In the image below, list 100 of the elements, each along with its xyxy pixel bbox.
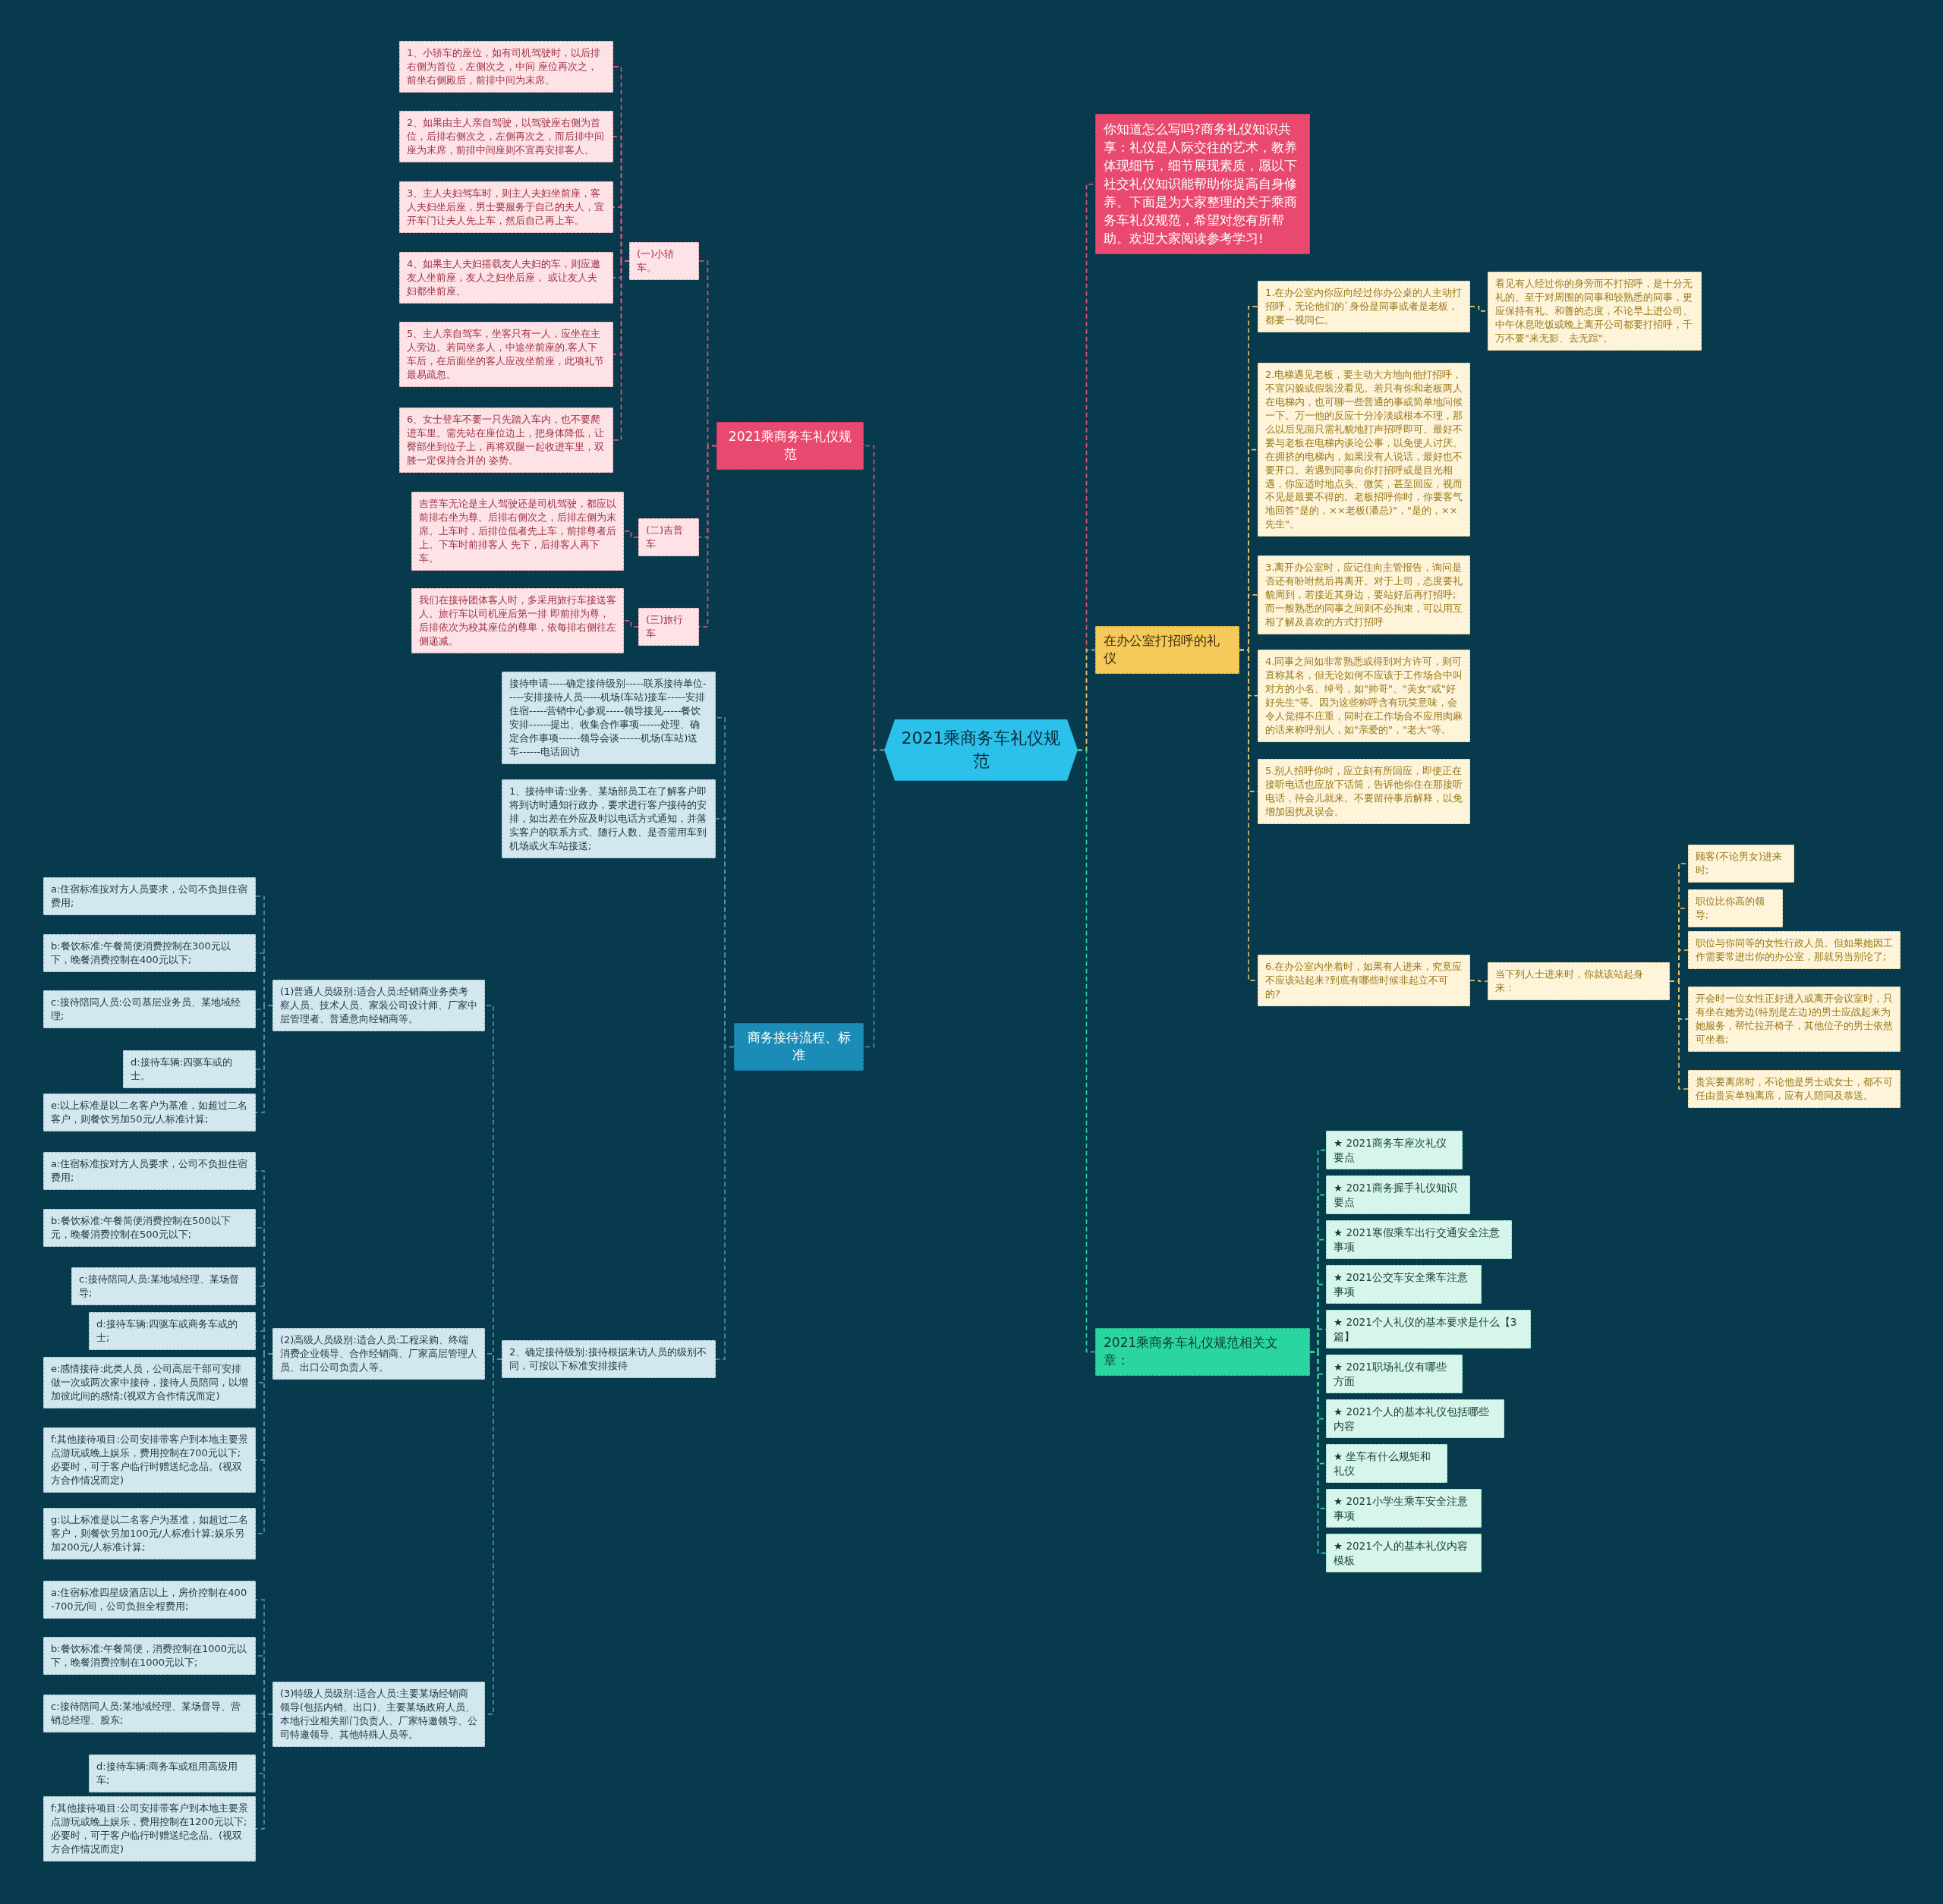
topic-text: e:感情接待:此类人员，公司高层干部可安排做一次或两次家中接待，接待人员陪同，以增加彼此间的感情;(视双方合作情况而定) <box>51 1362 248 1403</box>
topic-text: 2021乘商务车礼仪规范 <box>901 728 1061 773</box>
topic-text: f:其他接待项目:公司安排带客户到本地主要景点游玩或晚上娱乐，费用控制在1200元以下;必要时，可于客户临行时赠送纪念品。(视双方合作情况而定) <box>51 1802 248 1856</box>
topic-box <box>411 492 624 571</box>
topic-text: ★ 2021公交车安全乘车注意事项 <box>1334 1270 1469 1299</box>
topic-box <box>1488 962 1670 1000</box>
topic-text: d:接待车辆:商务车或租用高级用车; <box>96 1760 238 1787</box>
topic-box <box>1258 759 1470 824</box>
topic-box <box>399 252 613 304</box>
topic-box <box>399 111 613 162</box>
topic-box <box>43 1152 256 1190</box>
topic-text: c:接待陪同人员:某地域经理、某场督导、营销总经理、股东; <box>51 1700 241 1727</box>
connector-line <box>623 620 639 628</box>
topic-text: 1.在办公室内你应向经过你办公桌的人主动打招呼，无论他们的`身份是同事或者是老板，都要一视同仁。 <box>1265 286 1463 327</box>
topic-text: ★ 2021职场礼仪有哪些方面 <box>1334 1360 1447 1389</box>
topic-box <box>1326 1399 1504 1439</box>
topic-text: 6.在办公室内坐着时，如果有人进来，究竟应不应该站起来?到底有哪些时候非起立不可的? <box>1265 960 1463 1001</box>
topic-text: a:住宿标准按对方人员要求，公司不负担住宿费用; <box>51 883 248 910</box>
topic-text: 3.离开办公室时，应记住向主管报告，询问是否还有吩咐然后再离开。对于上司，态度要礼貌周到，若接近其身边，要站好后再打招呼;而一般熟悉的同事之间则不必拘束，可以用互相了解及喜欢的方式打招呼 <box>1265 561 1463 629</box>
topic-text: 3、主人夫妇驾车时，则主人夫妇坐前座，客人夫妇坐后座，男士要服务于自己的夫人，宜开车门让夫人先上车，然后自己再上车。 <box>407 187 605 228</box>
connector-line <box>698 445 717 628</box>
topic-text: a:住宿标准四星级酒店以上，房价控制在400-700元/间，公司负担全程费用; <box>51 1586 248 1613</box>
topic-text: ★ 2021个人的基本礼仪内容模板 <box>1334 1539 1469 1568</box>
topic-box <box>1258 281 1470 332</box>
connector-line <box>863 749 885 1048</box>
topic-box <box>1688 1070 1900 1108</box>
topic-box <box>1488 272 1702 351</box>
topic-text: b:餐饮标准:午餐简便，消费控制在1000元以下，晚餐消费控制在1000元以下; <box>51 1642 248 1670</box>
topic-text: 职位比你高的领导; <box>1696 895 1765 922</box>
topic-box <box>1326 1175 1470 1215</box>
topic-box <box>43 1796 256 1862</box>
topic-text: ★ 坐车有什么规矩和礼仪 <box>1334 1449 1432 1478</box>
branch-topic <box>734 1023 864 1071</box>
topic-box <box>43 1209 256 1247</box>
topic-text: 2021乘商务车礼仪规范相关文章： <box>1104 1334 1280 1370</box>
branch-topic <box>1095 1328 1310 1376</box>
topic-box <box>1326 1220 1512 1260</box>
connector-line <box>255 1714 273 1830</box>
topic-box <box>272 1328 485 1380</box>
topic-box <box>399 408 613 473</box>
topic-box <box>1326 1131 1463 1170</box>
topic-text: 2.电梯遇见老板，要主动大方地向他打招呼，不宜闪躲或假装没看见。若只有你和老板两人在电梯内，也可聊一些普通的事或简单地问候一下。万一他的反应十分冷淡或根本不理，那么以后见面只需礼貌地打声招呼即可。最好不要与老板在电梯内谈论公事，以免使人讨厌。在拥挤的电梯内，如果没有人说话，最好也不要开口。若遇到同事向你打招呼或是目光相遇，你应适时地点头、微笑，甚至回应，视而不见是最要不得的。老板招呼你时，你要客气地回答"是的，××老板(潘总)"，"是的，××先生"。 <box>1265 368 1463 532</box>
topic-box <box>638 608 699 646</box>
topic-text: 4、如果主人夫妇搭载友人夫妇的车，则应邀友人坐前座，友人之妇坐后座， 或让友人夫妇都坐前座。 <box>407 257 602 298</box>
topic-box <box>1326 1534 1482 1573</box>
connector-line <box>1469 980 1488 982</box>
connector-line <box>613 260 630 441</box>
topic-text: 5.别人招呼你时，应立刻有所回应，即使正在接听电话也应放下话筒，告诉他你住在那接听电话，待会儿就来。不要留待事后解释，以免增加困扰及误会。 <box>1265 764 1463 819</box>
topic-box <box>399 322 613 387</box>
topic-box <box>1326 1355 1463 1394</box>
topic-text: d:接待车辆:四驱车或商务车或的士; <box>96 1317 238 1345</box>
topic-box <box>1326 1489 1482 1528</box>
topic-box <box>1258 955 1470 1006</box>
connector-line <box>623 530 639 538</box>
topic-box <box>629 242 699 280</box>
topic-box <box>399 181 613 233</box>
topic-box <box>1688 987 1900 1052</box>
connector-line <box>1077 749 1096 1353</box>
topic-text: 职位与你同等的女性行政人员。但如果她因工作需要常进出你的办公室，那就另当别论了; <box>1696 936 1893 964</box>
connector-line <box>715 1046 735 1360</box>
topic-box <box>1258 650 1470 742</box>
topic-text: c:接待陪同人员:某地域经理、某场督导; <box>79 1273 240 1300</box>
topic-text: (三)旅行车 <box>646 613 685 640</box>
topic-text: (3)特级人员级别:适合人员:主要某场经销商领导(包括内销、出口)、主要某场政府人员、本地行业相关部门负责人、厂家特邀领导、公司特邀领导、其他特殊人员等。 <box>280 1687 477 1742</box>
topic-box <box>1326 1444 1447 1484</box>
topic-text: 1、小轿车的座位，如有司机驾驶时，以后排右侧为首位，左侧次之，中间 座位再次之，前坐右侧殿后，前排中间为末席。 <box>407 46 602 87</box>
topic-box <box>123 1050 256 1088</box>
topic-box <box>43 1427 256 1493</box>
topic-text: ★ 2021商务车座次礼仪要点 <box>1334 1136 1447 1165</box>
topic-text: ★ 2021商务握手礼仪知识要点 <box>1334 1181 1458 1210</box>
topic-text: 当下列人士进来时，你就该站起身来： <box>1495 968 1644 995</box>
topic-text: ★ 2021小学生乘车安全注意事项 <box>1334 1494 1469 1523</box>
topic-box <box>43 990 256 1028</box>
topic-text: e:以上标准是以二名客户为基准，如超过二名客户，则餐饮另加50元/人标准计算; <box>51 1099 248 1126</box>
topic-box <box>1326 1310 1531 1349</box>
topic-text: (一)小轿车。 <box>637 247 675 275</box>
branch-topic <box>1095 626 1239 674</box>
topic-box <box>272 980 485 1031</box>
topic-text: (2)高级人员级别:适合人员:工程采购、终端消费企业领导、合作经销商、厂家高层管理人员、出口公司负责人等。 <box>280 1333 477 1374</box>
topic-text: 1、接待申请:业务、某场部员工在了解客户即将到访时通知行政办，要求进行客户接待的安排，如出差在外应及时以电话方式通知，并落实客户的联系方式、随行人数、是否需用车到机场或火车站接送; <box>509 785 707 853</box>
branch-topic <box>716 422 864 470</box>
topic-box <box>43 1357 256 1408</box>
topic-text: f:其他接待项目:公司安排带客户到本地主要景点游玩或晚上娱乐，费用控制在700元以下;必要时，可于客户临行时赠送纪念品。(视双方合作情况而定) <box>51 1433 248 1487</box>
topic-box <box>1258 555 1470 634</box>
topic-box <box>89 1755 256 1792</box>
topic-text: 我们在接待团体客人时，多采用旅行车接送客人。旅行车以司机座后第一排 即前排为尊，后排依次为校其座位的尊卑，依每排右侧往左侧递减。 <box>419 593 616 648</box>
topic-box <box>1688 889 1783 927</box>
topic-text: 看见有人经过你的身旁而不打招呼，是十分无礼的。至于对周围的同事和较熟悉的同事，更应保持有礼、和善的态度，不论早上进公司、中午休息吃饭或晚上离开公司都要打招呼，千万不要"来无影、去无踪"。 <box>1495 277 1693 345</box>
topic-box <box>89 1312 256 1350</box>
topic-text: 6、女士登车不要一只先踏入车内，也不要爬进车里。需先站在座位边上，把身体降低，让臀部坐到位子上，再将双腿一起收进车里，双膝一定保持合并的 姿势。 <box>407 413 605 467</box>
connector-line <box>255 1005 273 1113</box>
topic-box <box>502 779 716 858</box>
topic-box <box>1688 845 1794 883</box>
topic-box <box>43 1508 256 1559</box>
topic-text: c:接待陪同人员:公司基层业务员、某地域经理; <box>51 996 241 1023</box>
topic-text: g:以上标准是以二名客户为基准，如超过二名客户，则餐饮另加100元/人标准计算;娱乐另加200元/人标准计算; <box>51 1513 248 1554</box>
topic-box <box>1688 931 1900 969</box>
topic-text: (1)普通人员级别:适合人员:经销商业务类考察人员、技术人员、家装公司设计师、厂家中层管理者、普通意向经销商等。 <box>280 985 477 1026</box>
topic-box <box>272 1682 485 1747</box>
topic-text: 你知道怎么写吗?商务礼仪知识共享：礼仪是人际交往的艺术，教养体现细节，细节展现素质，愿以下社交礼仪知识能帮助你提高自身修养。下面是为大家整理的关于乘商务车礼仪规范，希望对您有所帮助。欢迎大家阅读参考学习! <box>1104 121 1298 247</box>
